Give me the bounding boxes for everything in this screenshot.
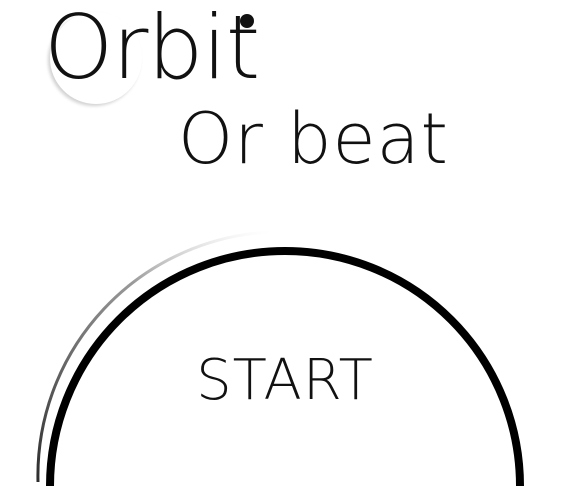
start-arc-shadow	[36, 230, 273, 483]
game-title: Orbit	[44, 0, 260, 99]
start-arc-outline	[46, 247, 524, 486]
start-button-label: START	[196, 348, 374, 413]
orbit-dot-icon	[240, 14, 254, 28]
game-subtitle: Or beat	[178, 98, 449, 180]
start-button[interactable]: START	[56, 244, 514, 486]
